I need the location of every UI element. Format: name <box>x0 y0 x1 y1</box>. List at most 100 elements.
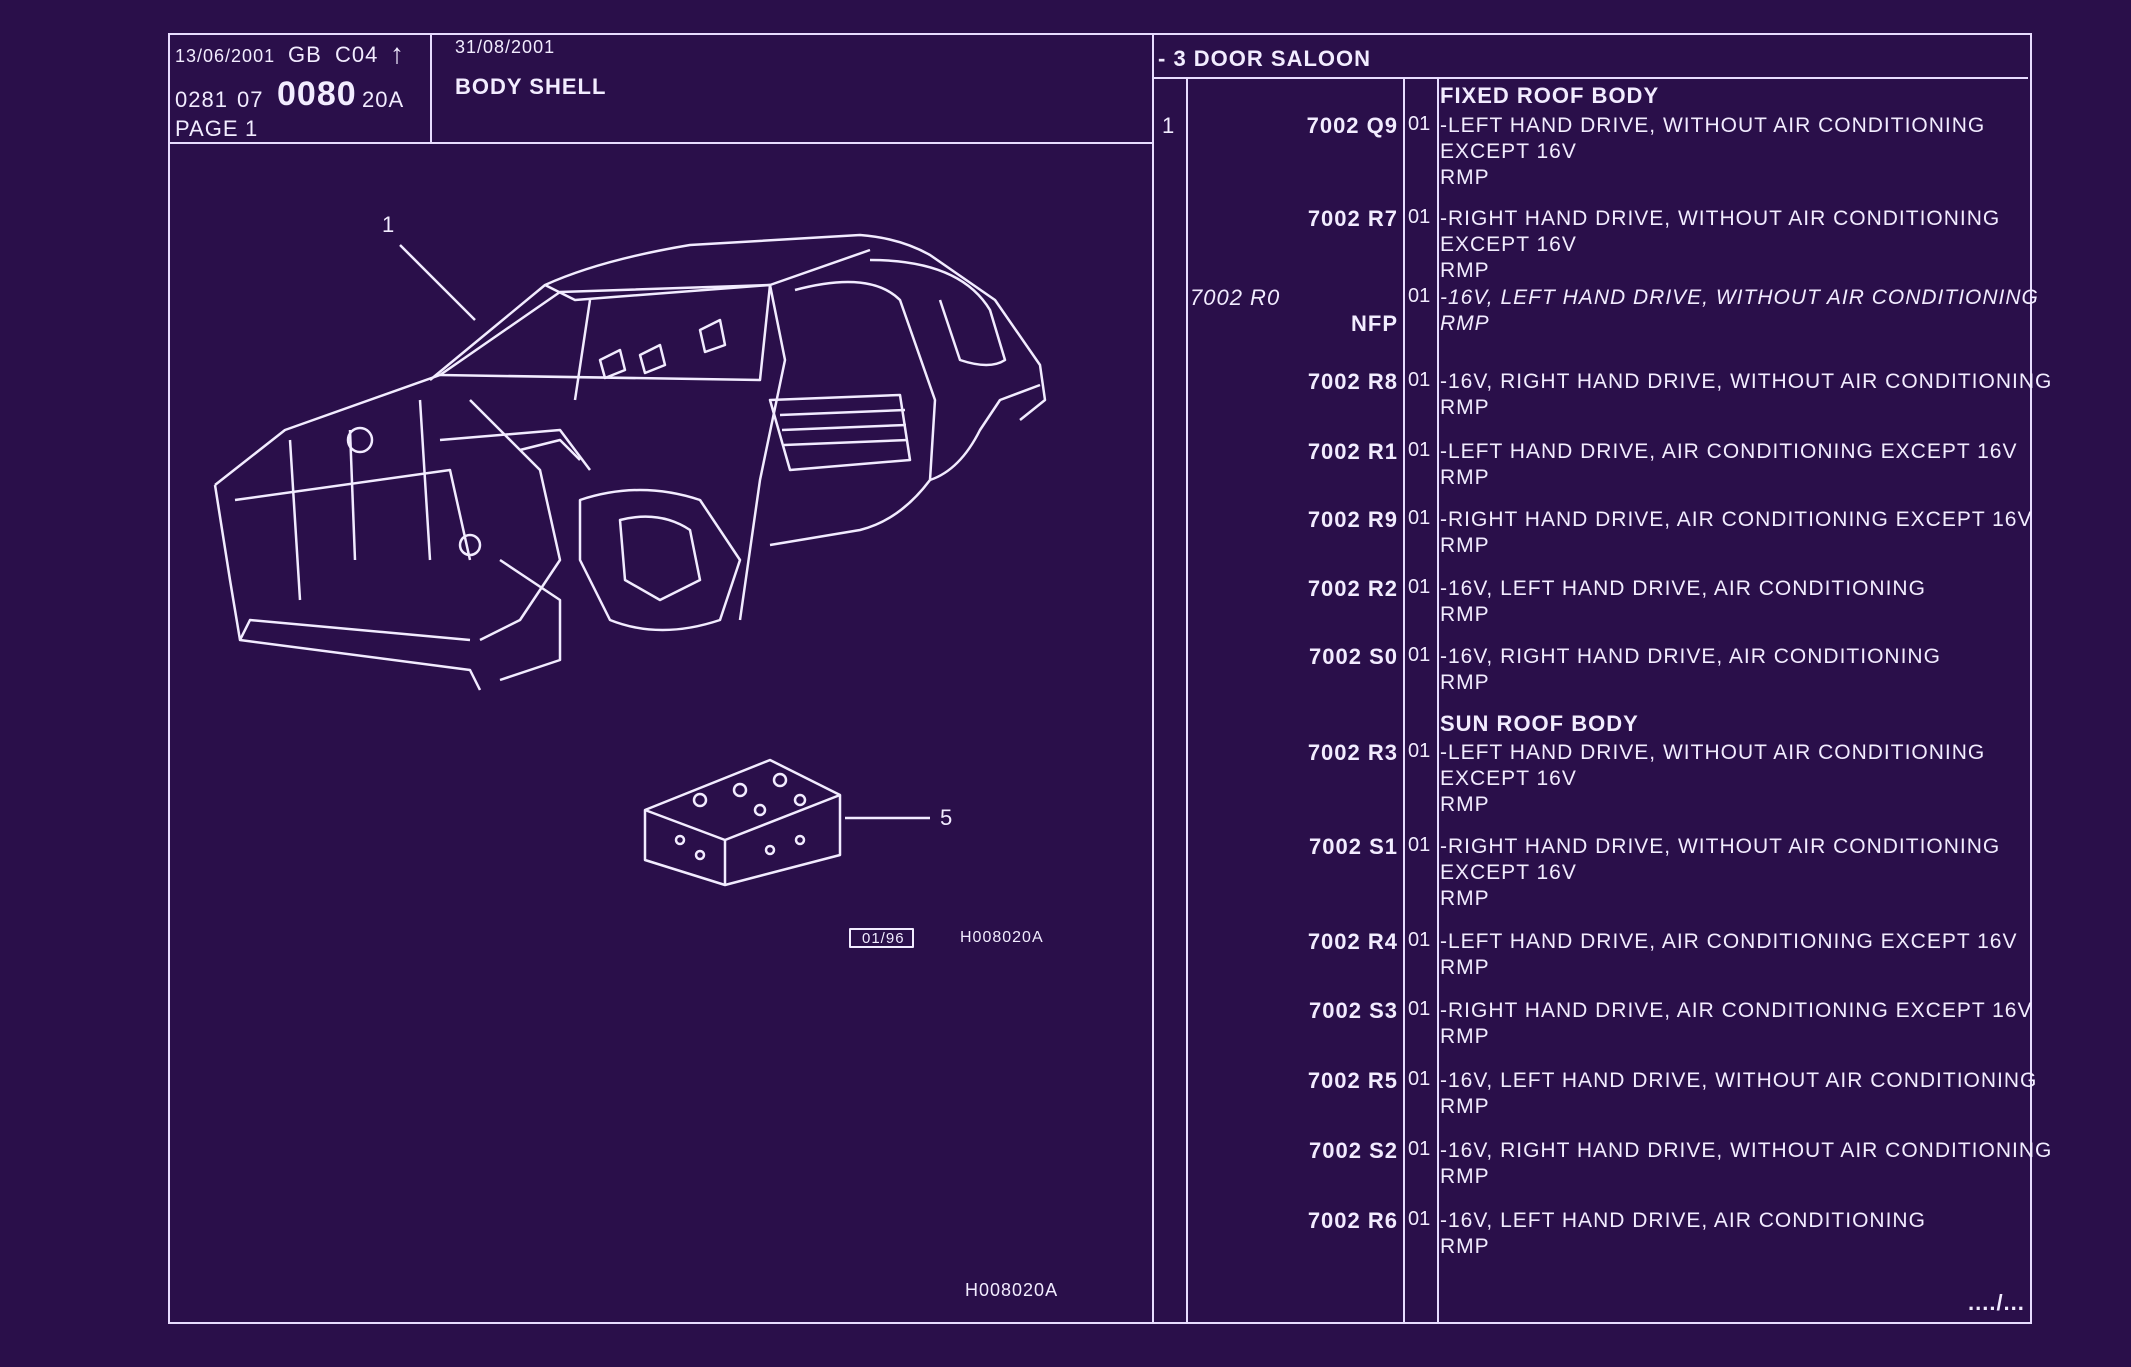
description-line: EXCEPT 16V <box>1440 233 1577 256</box>
header-date1: 13/06/2001 <box>175 46 276 66</box>
part-description: -16V, RIGHT HAND DRIVE, AIR CONDITIONING… <box>1440 644 1941 696</box>
callout-5: 5 <box>940 805 954 830</box>
part-description: -16V, LEFT HAND DRIVE, AIR CONDITIONING R… <box>1440 576 1926 628</box>
item-number: 1 <box>1162 113 1176 138</box>
description-line: RMP <box>1440 396 1490 419</box>
part-ref: 7002 S0 <box>1309 644 1398 669</box>
description-line: RMP <box>1440 166 1490 189</box>
description-line: RMP <box>1440 466 1490 489</box>
part-description: -RIGHT HAND DRIVE, AIR CONDITIONING EXCE… <box>1440 507 2032 559</box>
part-ref: 7002 R6 <box>1307 1208 1398 1233</box>
description-line: RMP <box>1440 956 1490 979</box>
part-ref: 7002 R8 <box>1307 369 1398 394</box>
description-line: RMP <box>1440 259 1490 282</box>
description-line: RMP <box>1440 312 1490 335</box>
part-description: -16V, LEFT HAND DRIVE, WITHOUT AIR CONDI… <box>1440 285 2039 337</box>
description-line: -LEFT HAND DRIVE, AIR CONDITIONING EXCEP… <box>1440 440 2018 463</box>
description-line: EXCEPT 16V <box>1440 767 1577 790</box>
description-line: -LEFT HAND DRIVE, WITHOUT AIR CONDITIONI… <box>1440 741 1986 764</box>
description-line: RMP <box>1440 1235 1490 1258</box>
header-ref-main: 0080 <box>277 75 357 113</box>
part-qty: 01 <box>1408 507 1431 529</box>
part-description: -16V, RIGHT HAND DRIVE, WITHOUT AIR COND… <box>1440 369 2052 421</box>
part-description: -LEFT HAND DRIVE, AIR CONDITIONING EXCEP… <box>1440 929 2018 981</box>
part-ref: 7002 Q9 <box>1306 113 1398 138</box>
header-bottom-line <box>168 142 1154 144</box>
part-qty: 01 <box>1408 439 1431 461</box>
footer-code: H008020A <box>965 1280 1059 1300</box>
part-ref: 7002 S1 <box>1309 834 1398 859</box>
part-ref: 7002 R9 <box>1307 507 1398 532</box>
part-description: -LEFT HAND DRIVE, WITHOUT AIR CONDITIONI… <box>1440 113 1985 191</box>
col-qty-divider <box>1437 77 1439 1322</box>
part-qty: 01 <box>1408 369 1431 391</box>
description-line: RMP <box>1440 1165 1490 1188</box>
part-description: -LEFT HAND DRIVE, AIR CONDITIONING EXCEP… <box>1440 439 2018 491</box>
description-line: -16V, LEFT HAND DRIVE, AIR CONDITIONING <box>1440 577 1926 600</box>
part-description: -RIGHT HAND DRIVE, WITHOUT AIR CONDITION… <box>1440 834 2000 912</box>
description-line: -16V, RIGHT HAND DRIVE, WITHOUT AIR COND… <box>1440 1139 2053 1162</box>
part-description: -RIGHT HAND DRIVE, WITHOUT AIR CONDITION… <box>1440 206 2000 284</box>
part-ref: 7002 R4 <box>1307 929 1398 954</box>
part-qty: 01 <box>1408 206 1431 228</box>
header-lang: GB <box>288 42 322 67</box>
header-page-label: PAGE <box>175 116 239 141</box>
description-line: RMP <box>1440 793 1490 816</box>
header-code: C04 <box>335 42 379 67</box>
part-ref: 7002 R7 <box>1307 206 1398 231</box>
group-heading: SUN ROOF BODY <box>1440 711 1639 736</box>
part-qty: 01 <box>1408 1138 1431 1160</box>
part-ref: 7002 R5 <box>1307 1068 1398 1093</box>
stamp-date: 01/96 <box>862 930 905 947</box>
part-qty: 01 <box>1408 834 1431 856</box>
description-line: RMP <box>1440 1095 1490 1118</box>
part-qty: 01 <box>1408 740 1431 762</box>
header-ref-a: 0281 <box>175 87 228 112</box>
part-description: -16V, RIGHT HAND DRIVE, WITHOUT AIR COND… <box>1440 1138 2052 1190</box>
continued-marker: ..../... <box>1968 1290 2025 1315</box>
header-page-num: 1 <box>245 116 259 141</box>
part-description: -16V, LEFT HAND DRIVE, WITHOUT AIR CONDI… <box>1440 1068 2037 1120</box>
part-ref: 7002 R2 <box>1307 576 1398 601</box>
description-line: -LEFT HAND DRIVE, AIR CONDITIONING EXCEP… <box>1440 930 2018 953</box>
stamp-code: H008020A <box>960 929 1044 946</box>
part-qty: 01 <box>1408 929 1431 951</box>
description-line: -RIGHT HAND DRIVE, WITHOUT AIR CONDITION… <box>1440 207 2001 230</box>
description-line: -16V, RIGHT HAND DRIVE, WITHOUT AIR COND… <box>1440 370 2053 393</box>
description-line: -RIGHT HAND DRIVE, WITHOUT AIR CONDITION… <box>1440 835 2001 858</box>
part-ref: 7002 S3 <box>1309 998 1398 1023</box>
description-line: EXCEPT 16V <box>1440 861 1577 884</box>
part-ref: 7002 R1 <box>1307 439 1398 464</box>
header-ref-c: 20A <box>362 87 405 112</box>
callout-1: 1 <box>382 212 396 237</box>
description-line: -LEFT HAND DRIVE, WITHOUT AIR CONDITIONI… <box>1440 114 1986 137</box>
section-title: BODY SHELL <box>455 74 607 99</box>
page-frame <box>168 33 2032 1324</box>
description-line: RMP <box>1440 603 1490 626</box>
part-qty: 01 <box>1408 644 1431 666</box>
part-ref-italic: 7002 R0 <box>1190 285 1281 310</box>
part-description: -RIGHT HAND DRIVE, AIR CONDITIONING EXCE… <box>1440 998 2032 1050</box>
arrow-up-icon: ↑ <box>390 38 405 69</box>
panel-divider <box>1152 33 1154 1322</box>
part-ref: 7002 S2 <box>1309 1138 1398 1163</box>
description-line: RMP <box>1440 671 1490 694</box>
col-ref-divider <box>1403 77 1405 1322</box>
description-line: -16V, LEFT HAND DRIVE, WITHOUT AIR CONDI… <box>1440 286 2039 309</box>
description-line: RMP <box>1440 887 1490 910</box>
description-line: EXCEPT 16V <box>1440 140 1577 163</box>
description-line: RMP <box>1440 534 1490 557</box>
header-date2: 31/08/2001 <box>455 37 556 57</box>
description-line: -16V, RIGHT HAND DRIVE, AIR CONDITIONING <box>1440 645 1941 668</box>
part-description: -LEFT HAND DRIVE, WITHOUT AIR CONDITIONI… <box>1440 740 1985 818</box>
description-line: -RIGHT HAND DRIVE, AIR CONDITIONING EXCE… <box>1440 508 2033 531</box>
model-bottom-line <box>1152 77 2028 79</box>
model-title: - 3 DOOR SALOON <box>1158 46 1372 71</box>
description-line: RMP <box>1440 1025 1490 1048</box>
part-qty: 01 <box>1408 1068 1431 1090</box>
header-ref-b: 07 <box>237 87 264 112</box>
description-line: -16V, LEFT HAND DRIVE, WITHOUT AIR CONDI… <box>1440 1069 2038 1092</box>
part-qty: 01 <box>1408 1208 1431 1230</box>
